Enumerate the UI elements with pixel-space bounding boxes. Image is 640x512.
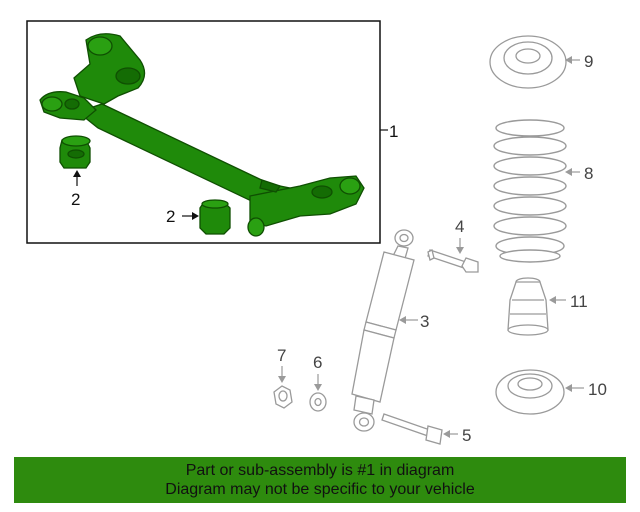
- callout-11: 11: [570, 292, 588, 311]
- bushing-right[interactable]: [199, 199, 231, 235]
- parts-diagram: 1 2 2: [26, 20, 607, 445]
- upper-spring-seat[interactable]: [489, 35, 567, 89]
- callout-8: 8: [584, 164, 593, 183]
- callout-3-arrowhead: [399, 316, 406, 324]
- callout-2b-arrowhead: [192, 212, 199, 220]
- banner-line-1: Part or sub-assembly is #1 in diagram: [185, 462, 455, 479]
- callout-4-arrowhead: [456, 247, 464, 254]
- callout-10-arrowhead: [565, 384, 572, 392]
- coil-spring[interactable]: [493, 119, 567, 263]
- callout-7-arrowhead: [278, 376, 286, 383]
- callout-6-arrowhead: [314, 384, 322, 391]
- banner-line-2: Diagram may not be specific to your vehi…: [165, 481, 475, 498]
- callout-5: 5: [462, 426, 471, 445]
- callout-3: 3: [420, 312, 429, 331]
- callout-7: 7: [277, 346, 286, 365]
- callout-9: 9: [584, 52, 593, 71]
- callout-1: 1: [389, 122, 398, 141]
- assembly-box: [26, 20, 381, 244]
- washer[interactable]: [309, 392, 327, 412]
- bushing-left[interactable]: [59, 135, 91, 169]
- bump-stop[interactable]: [507, 277, 549, 336]
- callout-10: 10: [588, 380, 607, 399]
- callout-4: 4: [455, 217, 464, 236]
- callout-6: 6: [313, 353, 322, 372]
- nut[interactable]: [273, 385, 293, 409]
- bolt-lower[interactable]: [381, 413, 443, 445]
- rear-axle-assembly[interactable]: [39, 33, 365, 237]
- info-banner: Part or sub-assembly is #1 in diagram Di…: [14, 457, 626, 503]
- callout-11-arrowhead: [549, 296, 556, 304]
- callout-8-arrowhead: [565, 168, 572, 176]
- shock-absorber[interactable]: [351, 229, 415, 432]
- bolt-upper[interactable]: [427, 249, 479, 273]
- callout-2a-arrowhead: [73, 170, 81, 177]
- callout-5-arrowhead: [443, 430, 450, 438]
- callout-9-arrowhead: [565, 56, 572, 64]
- lower-spring-seat[interactable]: [495, 369, 565, 415]
- callout-2a: 2: [71, 190, 80, 209]
- callout-2b: 2: [166, 207, 175, 226]
